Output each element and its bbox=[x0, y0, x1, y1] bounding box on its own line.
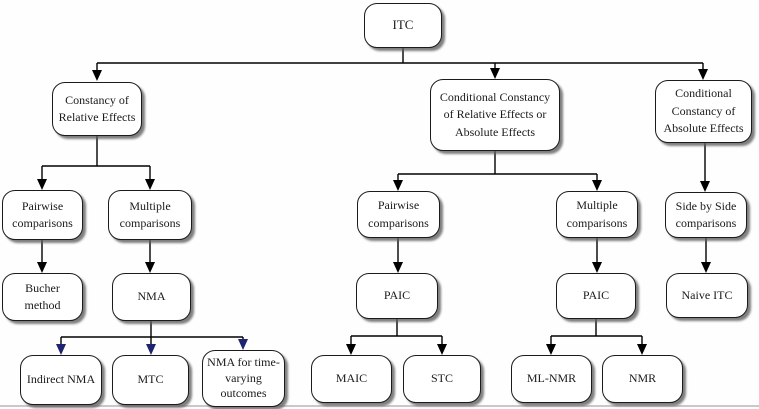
node-stc: STC bbox=[403, 355, 481, 403]
node-indirect-nma: Indirect NMA bbox=[20, 355, 102, 405]
arrowhead-down-navy-icon bbox=[146, 344, 156, 355]
arrowhead-down-icon bbox=[700, 181, 710, 192]
node-conditional-constancy-relative-or-absolute: Conditional Constancy of Relative Effect… bbox=[430, 79, 560, 151]
arrowhead-down-icon bbox=[393, 180, 403, 191]
node-ml-nmr: ML-NMR bbox=[511, 355, 592, 403]
connector-line bbox=[704, 143, 707, 264]
node-constancy-of-relative-effects: Constancy of Relative Effects bbox=[52, 82, 142, 136]
arrowhead-down-icon bbox=[37, 262, 47, 273]
node-nma-time-varying-outcomes: NMA for time-varying outcomes bbox=[202, 350, 285, 407]
arrowhead-down-icon bbox=[490, 68, 500, 79]
arrowhead-down-icon bbox=[701, 262, 711, 273]
arrowhead-down-navy-icon bbox=[56, 344, 66, 355]
node-pairwise-comparisons-middle: Pairwise comparisons bbox=[357, 191, 440, 238]
connector-line bbox=[550, 319, 643, 346]
connector-line bbox=[350, 319, 443, 346]
node-maic: MAIC bbox=[311, 355, 392, 403]
arrowhead-down-icon bbox=[92, 70, 102, 81]
node-conditional-constancy-absolute: Conditional Constancy of Absolute Effect… bbox=[655, 80, 752, 143]
connector-line bbox=[96, 48, 704, 72]
arrowhead-down-icon bbox=[637, 344, 647, 355]
connector-line bbox=[397, 151, 598, 264]
node-paic-pairwise: PAIC bbox=[356, 273, 438, 319]
arrowhead-down-icon bbox=[592, 262, 602, 273]
node-itc: ITC bbox=[364, 3, 442, 48]
arrowhead-down-icon bbox=[437, 344, 447, 355]
node-naive-itc: Naive ITC bbox=[666, 273, 748, 318]
arrowhead-down-icon bbox=[592, 180, 602, 191]
connector-line bbox=[60, 321, 244, 346]
arrowhead-down-icon bbox=[698, 69, 708, 80]
node-pairwise-comparisons-left: Pairwise comparisons bbox=[2, 190, 83, 240]
arrowhead-down-icon bbox=[346, 344, 356, 355]
node-mtc: MTC bbox=[112, 355, 189, 405]
node-side-by-side-comparisons: Side by Side comparisons bbox=[665, 192, 747, 238]
connector-line bbox=[41, 136, 151, 264]
arrowhead-down-navy-icon bbox=[238, 339, 248, 350]
arrowhead-down-icon bbox=[145, 262, 155, 273]
node-paic-multiple: PAIC bbox=[556, 273, 636, 319]
arrowhead-down-icon bbox=[393, 262, 403, 273]
node-bucher-method: Bucher method bbox=[2, 273, 83, 321]
node-multiple-comparisons-middle: Multiple comparisons bbox=[556, 191, 638, 238]
arrowhead-down-icon bbox=[546, 344, 556, 355]
node-nma: NMA bbox=[112, 273, 191, 321]
node-nmr: NMR bbox=[602, 355, 683, 403]
arrowhead-down-icon bbox=[145, 179, 155, 190]
bottom-divider bbox=[0, 405, 759, 407]
node-multiple-comparisons-left: Multiple comparisons bbox=[108, 190, 192, 240]
arrowhead-down-icon bbox=[37, 179, 47, 190]
